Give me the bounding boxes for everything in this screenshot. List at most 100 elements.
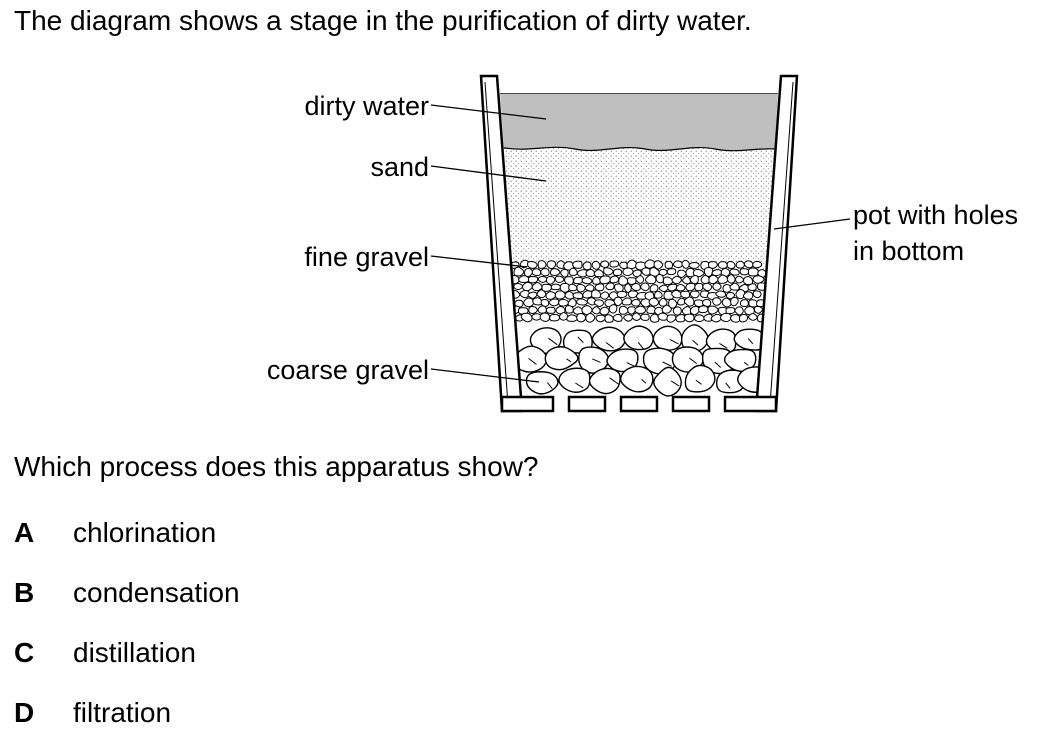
fine-gravel-pebble (645, 274, 657, 285)
fine-gravel-pebble (742, 275, 754, 286)
fine-gravel-pebble (693, 299, 706, 308)
fine-gravel-pebble (708, 261, 718, 269)
fine-gravel-pebble (668, 298, 678, 309)
fine-gravel-pebble (726, 274, 736, 284)
fine-gravel-pebble (591, 306, 601, 315)
fine-gravel-pebble (540, 298, 550, 307)
fine-gravel-pebble (748, 313, 758, 321)
pot-right-wall-inner (769, 81, 794, 406)
fine-gravel-pebble (537, 305, 547, 314)
coarse-gravel-facet (692, 339, 699, 346)
fine-gravel-pebble (576, 298, 588, 306)
fine-gravel-pebble (689, 290, 700, 299)
coarse-gravel-facet (743, 361, 749, 366)
fine-gravel-pebble (721, 297, 732, 308)
option-text: chlorination (73, 517, 217, 548)
fine-gravel-pebble (692, 268, 705, 278)
fine-gravel-pebble (612, 268, 623, 277)
fine-gravel-pebble (640, 313, 650, 321)
sand-label: sand (370, 152, 429, 182)
fine-gravel-pebble (554, 290, 566, 300)
fine-gravel-pebble (634, 305, 647, 314)
fine-gravel-pebble (666, 314, 677, 323)
coarse-gravel-facet (566, 358, 572, 363)
fine-gravel-pebble (693, 314, 705, 323)
fine-gravel-pebble (717, 261, 728, 269)
question-text: Which process does this apparatus show? (14, 451, 539, 482)
fine-gravel-pebble (707, 305, 719, 315)
fine-gravel-pebble (677, 269, 687, 278)
coarse-gravel-facet (577, 336, 584, 343)
pot-left-wall-inner (484, 81, 509, 406)
coarse-gravel-facet (626, 362, 636, 368)
fine-gravel-pebble (752, 260, 763, 269)
coarse-gravel-facet (605, 342, 614, 349)
coarse-gravel-stone (623, 325, 654, 351)
pot-label-line2: in bottom (853, 236, 964, 266)
fine-gravel-pebble (689, 274, 699, 285)
fine-gravel-pebble (677, 297, 686, 306)
fine-gravel-pebble (612, 313, 623, 322)
fine-gravel-pebble (609, 275, 620, 284)
fine-gravel-pebble (549, 313, 561, 322)
fine-gravel-pebble (595, 314, 607, 323)
fine-gravel-pebble (600, 260, 610, 268)
fine-gravel-pebble (712, 282, 722, 291)
fine-gravel-pebble (593, 269, 604, 278)
fine-gravel-pebble (658, 268, 668, 276)
fine-gravel-pebble (599, 275, 611, 285)
fine-gravel-pebble (742, 291, 754, 300)
coarse-gravel-facet (547, 382, 553, 389)
fine-gravel-pebble (603, 267, 614, 276)
fine-gravel-pebble (591, 260, 601, 270)
intro-text: The diagram shows a stage in the purific… (14, 5, 752, 36)
coarse-gravel-facet (528, 358, 537, 365)
fine-gravel-pebble (541, 283, 553, 292)
fine-gravel-pebble (581, 277, 593, 285)
fine-gravel-pebble (513, 266, 525, 277)
coarse-gravel-stone (684, 364, 716, 393)
coarse-gravel-facet (725, 382, 731, 389)
option-letter: B (14, 577, 35, 608)
pot-leader (773, 218, 851, 230)
fine-gravel-pebble (623, 314, 634, 322)
fine-gravel-pebble (627, 277, 637, 285)
fine-gravel-pebble (675, 314, 686, 323)
fine-gravel-pebble (564, 290, 575, 300)
pot-label-line1: pot with holes (853, 200, 1018, 230)
fine-gravel-pebble (605, 282, 615, 291)
fine-gravel-pebble (738, 313, 749, 323)
fine-gravel-pebble (710, 313, 723, 323)
fine-gravel-pebble (675, 283, 686, 292)
coarse-gravel-stone (680, 324, 709, 353)
coarse-gravel-facet (689, 357, 698, 364)
coarse-gravel-stone (591, 326, 626, 352)
fine-gravel-pebble (613, 296, 623, 307)
fine-gravel-pebble (622, 267, 634, 277)
fine-gravel-pebble (585, 312, 596, 323)
option-letter: D (14, 697, 35, 728)
fine-gravel-pebble (701, 298, 712, 307)
fine-gravel-pebble (730, 296, 739, 307)
coarse-gravel-facet (641, 379, 647, 384)
fine-gravel-pebble (560, 269, 569, 278)
fine-gravel-pebble (725, 291, 736, 300)
sand-leader (430, 165, 547, 182)
fine-gravel-pebble (664, 260, 674, 269)
fine-gravel-pebble (545, 291, 557, 300)
fine-gravel-pebble (649, 284, 659, 293)
fine-gravel-pebble (627, 306, 637, 315)
fine-gravel-pebble (548, 298, 560, 307)
fine-gravel-pebble (735, 289, 746, 300)
fine-gravel-pebble (730, 314, 741, 323)
fine-gravel-pebble (558, 298, 570, 307)
coarse-gravel-stone (705, 328, 737, 354)
fine-gravel-pebble (671, 275, 682, 285)
option-letter: C (14, 637, 35, 668)
fine-gravel-pebble (711, 269, 723, 277)
coarse-gravel-facet (592, 358, 601, 363)
